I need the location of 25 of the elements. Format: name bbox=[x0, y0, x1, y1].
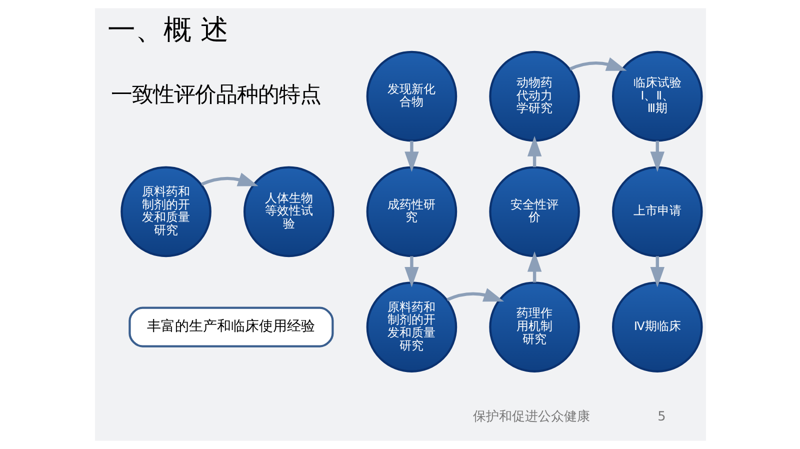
arrow bbox=[526, 251, 542, 282]
label: 一致性评价品种的特点 bbox=[110, 82, 321, 108]
node-circle: 安全性评价 bbox=[488, 166, 580, 258]
node-circle: Ⅳ期临床 bbox=[612, 282, 702, 372]
arrow bbox=[404, 140, 418, 172]
node-circle: 成药性研究 bbox=[366, 166, 457, 258]
node-circle: 原料药和制剂的开发和质量研究 bbox=[120, 166, 211, 258]
arrow bbox=[650, 256, 664, 288]
arrow bbox=[526, 136, 542, 168]
label: 保护和促进公众健康 bbox=[472, 410, 590, 425]
arrow bbox=[650, 140, 664, 172]
node-circle: 发现新化合物 bbox=[366, 50, 457, 142]
arrow bbox=[446, 288, 504, 302]
arrow bbox=[200, 172, 258, 186]
arrow bbox=[404, 256, 418, 288]
node-circle: 药理作用机制研究 bbox=[488, 282, 580, 372]
node-circle: 临床试验Ⅰ、Ⅱ、Ⅲ期 bbox=[612, 50, 702, 142]
node-circle: 人体生物等效性试验 bbox=[242, 166, 334, 258]
node-box: 丰富的生产和临床使用经验 bbox=[128, 306, 334, 348]
node-circle: 动物药代动力学研究 bbox=[488, 50, 580, 142]
node-circle: 上市申请 bbox=[612, 166, 702, 258]
diagram-title: 一、概 述 bbox=[107, 12, 228, 46]
node-circle: 原料药和制剂的开发和质量研究 bbox=[366, 282, 457, 372]
arrow bbox=[568, 57, 626, 71]
label: 5 bbox=[657, 410, 666, 425]
